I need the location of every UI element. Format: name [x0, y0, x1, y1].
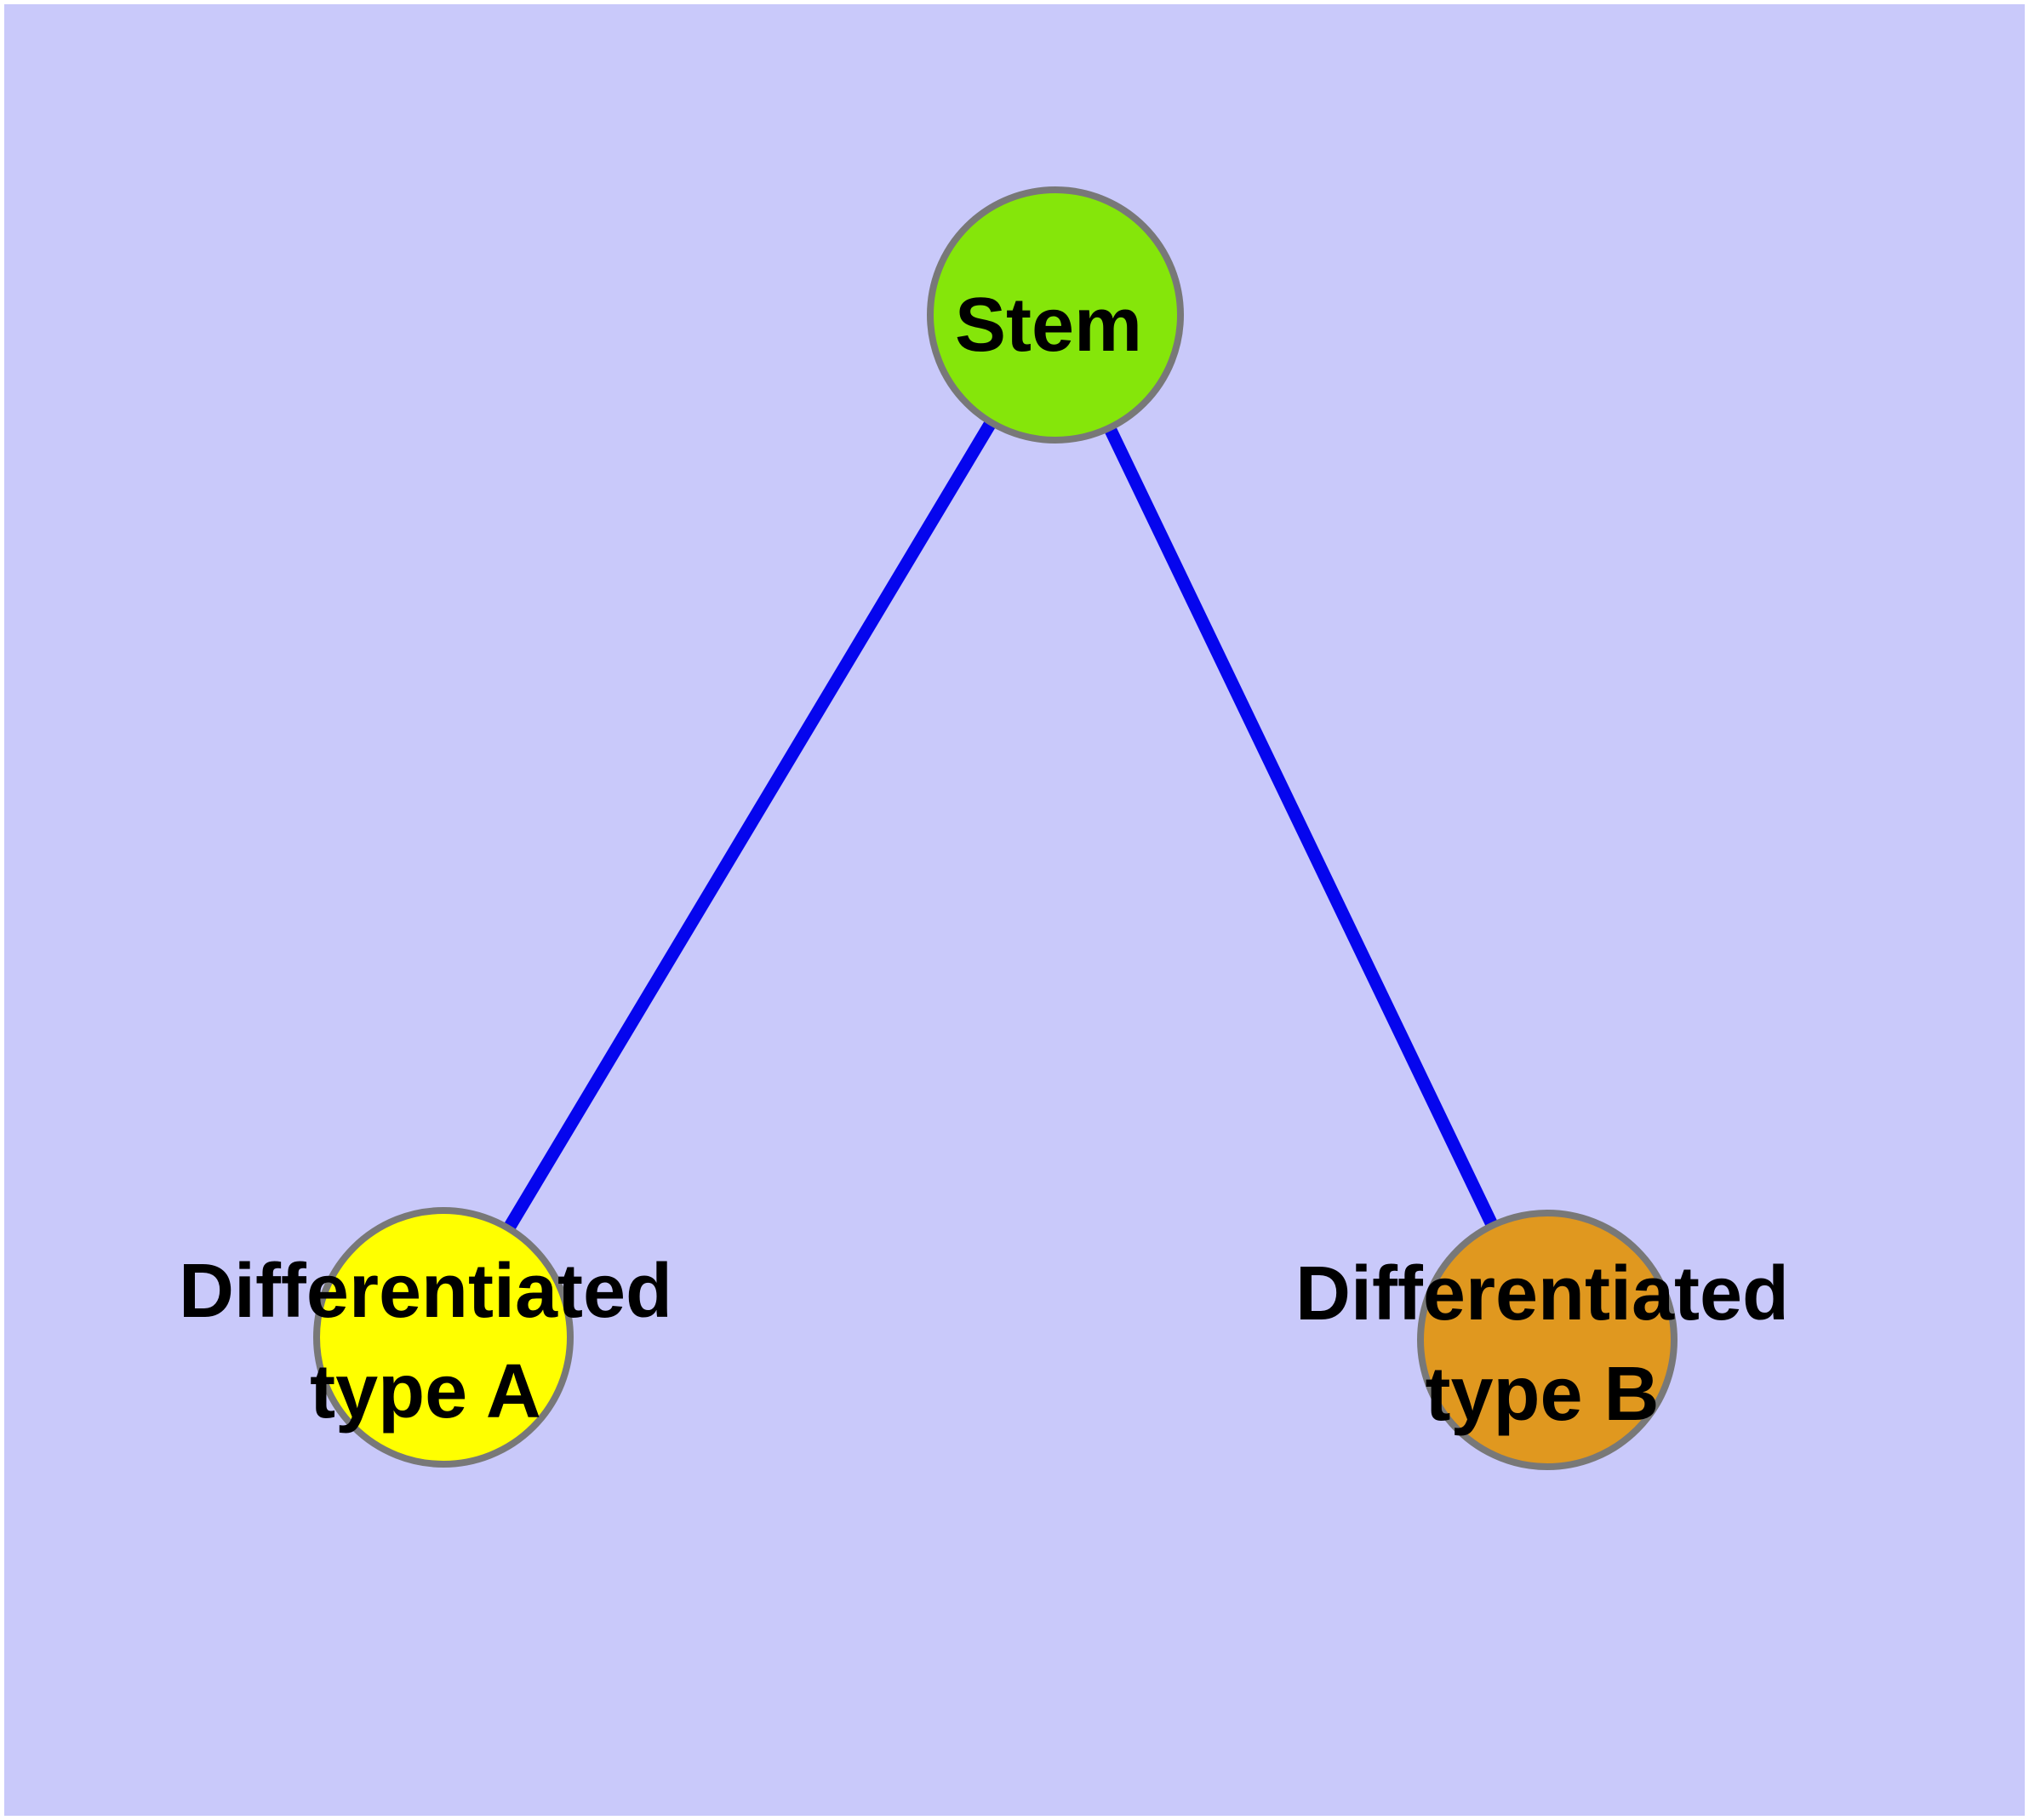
nodes-group	[313, 186, 1677, 1470]
node-type-a-label-line2: type A	[310, 1349, 541, 1434]
node-type-b-label-line2: type B	[1425, 1352, 1659, 1437]
node-type-b-circle	[1417, 1210, 1677, 1470]
edge-stem-to-type-a	[437, 312, 1061, 1341]
node-type-a-circle	[313, 1207, 574, 1468]
node-labels-group: Stem Differentiated type A Differentiate…	[179, 283, 1789, 1437]
edges-group	[437, 312, 1553, 1343]
node-type-b-label-line1: Differentiated	[1295, 1251, 1789, 1336]
edge-stem-to-type-b	[1049, 312, 1553, 1343]
node-stem-label: Stem	[955, 283, 1142, 368]
node-type-a-label-line1: Differentiated	[179, 1249, 672, 1334]
node-stem-circle	[927, 186, 1184, 444]
